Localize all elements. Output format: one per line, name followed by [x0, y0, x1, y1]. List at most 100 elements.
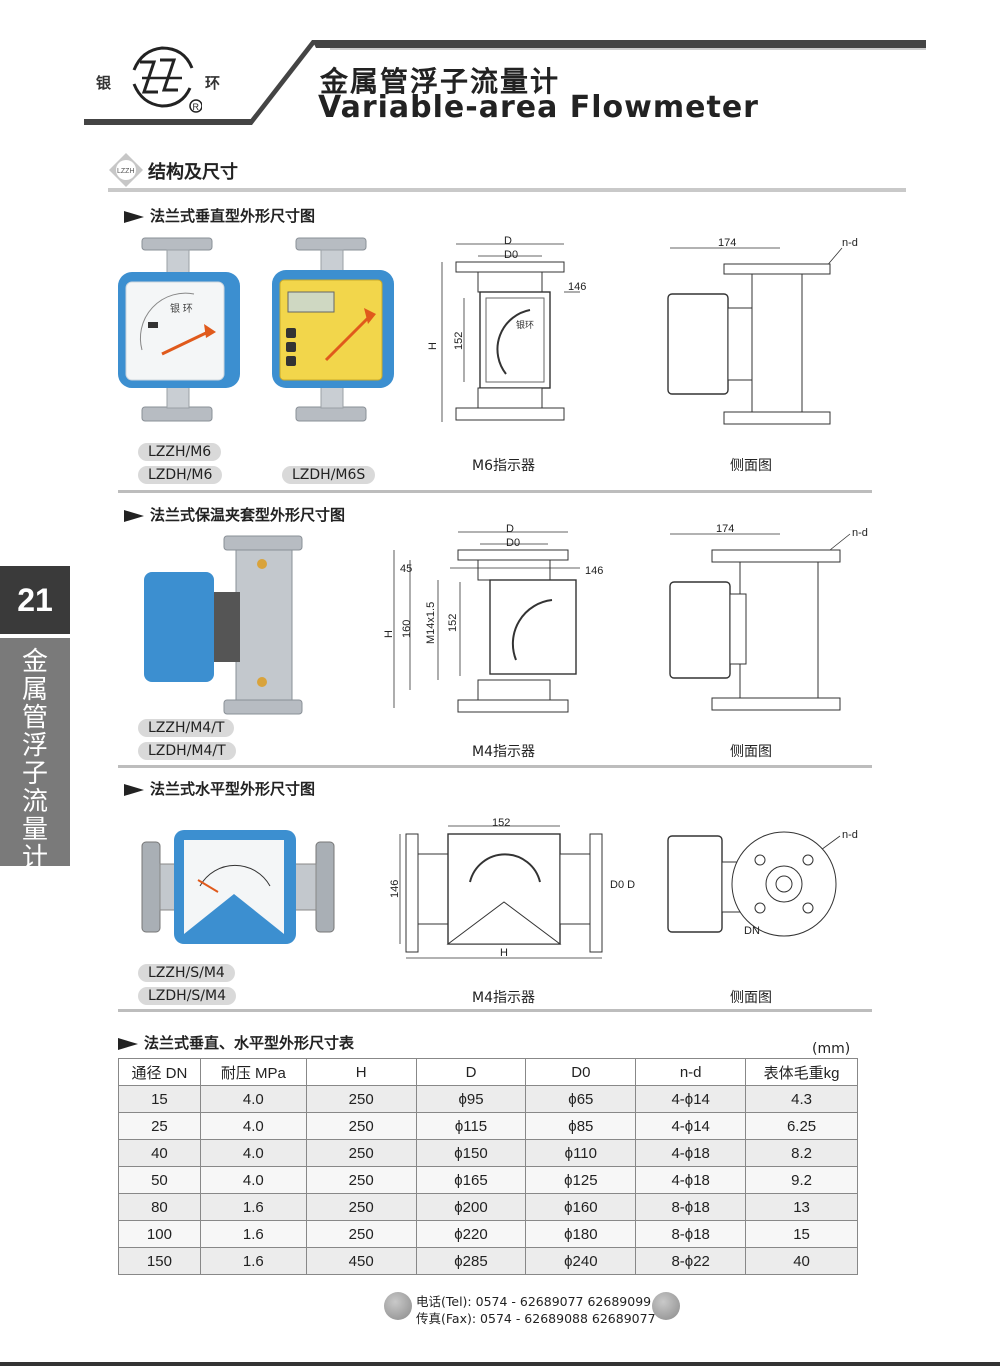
svg-text:146: 146	[585, 565, 603, 577]
table-cell: ϕ110	[525, 1139, 637, 1167]
table-cell: ϕ65	[525, 1085, 637, 1113]
svg-text:152: 152	[447, 614, 459, 632]
chapter-label: 金属管浮子流量计	[0, 638, 70, 872]
svg-text:146: 146	[389, 880, 401, 898]
model-label: LZDH/M6S	[282, 466, 376, 484]
table-cell: 13	[745, 1193, 858, 1221]
drawing-side-view: 174 n-d	[667, 237, 858, 425]
footer-dot-icon	[652, 1292, 680, 1320]
table-cell: 150	[118, 1247, 201, 1275]
arrow-icon	[124, 509, 144, 522]
table-cell: ϕ200	[415, 1193, 527, 1221]
table-cell: 15	[118, 1085, 201, 1113]
logo-char-right: 环	[205, 74, 221, 92]
drawing-side-view: 174 n-d	[669, 523, 868, 711]
table-cell: 80	[118, 1193, 201, 1221]
table-header-row: 通径 DN 耐压 MPa H D D0 n-d 表体毛重kg	[118, 1058, 858, 1086]
svg-text:H: H	[427, 342, 439, 350]
table-heading: 法兰式垂直、水平型外形尺寸表	[118, 1032, 354, 1053]
page-number: 21	[0, 566, 70, 634]
svg-text:D: D	[504, 235, 512, 247]
table-cell: 4.0	[199, 1166, 307, 1194]
table-cell: 15	[745, 1220, 858, 1248]
column-header: D0	[525, 1058, 637, 1086]
indicator-caption: M4指示器	[472, 744, 535, 760]
footer-tel: 电话(Tel): 0574 - 62689077 62689099	[416, 1294, 652, 1309]
block-divider	[118, 490, 872, 493]
table-cell: 250	[305, 1193, 417, 1221]
svg-text:D: D	[506, 523, 514, 535]
page-header: 银 环 R 金属管浮子流量计 Variable-area Flowmeter	[0, 0, 1000, 140]
table-cell: ϕ115	[415, 1112, 527, 1140]
table-cell: 250	[305, 1139, 417, 1167]
svg-text:146: 146	[568, 281, 586, 293]
model-label: LZDH/M4/T	[138, 742, 236, 760]
svg-text:M14x1.5: M14x1.5	[425, 602, 437, 644]
svg-text:160: 160	[401, 620, 413, 638]
table-cell: 9.2	[745, 1166, 858, 1194]
table-cell: 1.6	[199, 1247, 307, 1275]
company-logo-icon: R	[132, 46, 202, 113]
table-cell: 8-ϕ18	[635, 1220, 747, 1248]
table-cell: 450	[305, 1247, 417, 1275]
svg-text:LZZH: LZZH	[117, 168, 135, 175]
photo-lzdh-m6s	[272, 237, 394, 422]
model-label: LZDH/M6	[138, 466, 223, 484]
table-cell: ϕ160	[525, 1193, 637, 1221]
chapter-tab: 21 金属管浮子流量计	[0, 566, 70, 872]
arrow-icon	[118, 1037, 138, 1050]
svg-text:D0: D0	[506, 537, 520, 549]
side-view-caption: 侧面图	[730, 458, 772, 474]
table-cell: ϕ240	[525, 1247, 637, 1275]
drawing-m4-horizontal: 152 146 D0 D H	[389, 817, 635, 959]
table-cell: 250	[305, 1085, 417, 1113]
column-header: 通径 DN	[118, 1058, 201, 1086]
side-view-caption: 侧面图	[730, 990, 772, 1006]
indicator-caption: M4指示器	[472, 990, 535, 1006]
table-cell: ϕ180	[525, 1220, 637, 1248]
svg-text:H: H	[383, 630, 395, 638]
header-frame	[84, 40, 926, 125]
model-label: LZZH/S/M4	[138, 964, 235, 982]
model-label: LZDH/S/M4	[138, 987, 237, 1005]
table-cell: 4-ϕ18	[635, 1166, 747, 1194]
section-badge-icon: LZZH	[109, 153, 143, 187]
page-bottom-edge	[0, 1362, 1000, 1366]
logo-char-left: 银	[96, 74, 112, 92]
section-title: 结构及尺寸	[148, 162, 238, 183]
table-cell: ϕ150	[415, 1139, 527, 1167]
svg-text:n-d: n-d	[842, 829, 858, 841]
table-cell: 4-ϕ14	[635, 1085, 747, 1113]
table-cell: ϕ165	[415, 1166, 527, 1194]
table-cell: 1.6	[199, 1220, 307, 1248]
drawing-side-view: n-d DN	[667, 829, 858, 937]
footer-fax: 传真(Fax): 0574 - 62689088 62689077	[416, 1311, 656, 1326]
table-cell: 8.2	[745, 1139, 858, 1167]
table-cell: 100	[118, 1220, 201, 1248]
svg-text:D0: D0	[504, 249, 518, 261]
table-cell: 250	[305, 1220, 417, 1248]
column-header: 耐压 MPa	[199, 1058, 307, 1086]
column-header: n-d	[635, 1058, 747, 1086]
svg-text:152: 152	[492, 817, 510, 829]
block-divider	[118, 765, 872, 768]
title-english: Variable-area Flowmeter	[318, 90, 759, 125]
table-cell: 1.6	[199, 1193, 307, 1221]
arrow-icon	[124, 783, 144, 796]
drawing-m6-front: D D0 银环 146 152 H	[427, 235, 586, 422]
svg-text:D0 D: D0 D	[610, 879, 635, 891]
svg-text:H: H	[500, 947, 508, 959]
svg-text:DN: DN	[744, 925, 760, 937]
side-view-caption: 侧面图	[730, 744, 772, 760]
table-cell: 4.0	[199, 1139, 307, 1167]
column-header: H	[305, 1058, 417, 1086]
table-cell: 6.25	[745, 1112, 858, 1140]
table-cell: 50	[118, 1166, 201, 1194]
table-cell: ϕ220	[415, 1220, 527, 1248]
table-cell: 250	[305, 1112, 417, 1140]
table-cell: 4-ϕ18	[635, 1139, 747, 1167]
